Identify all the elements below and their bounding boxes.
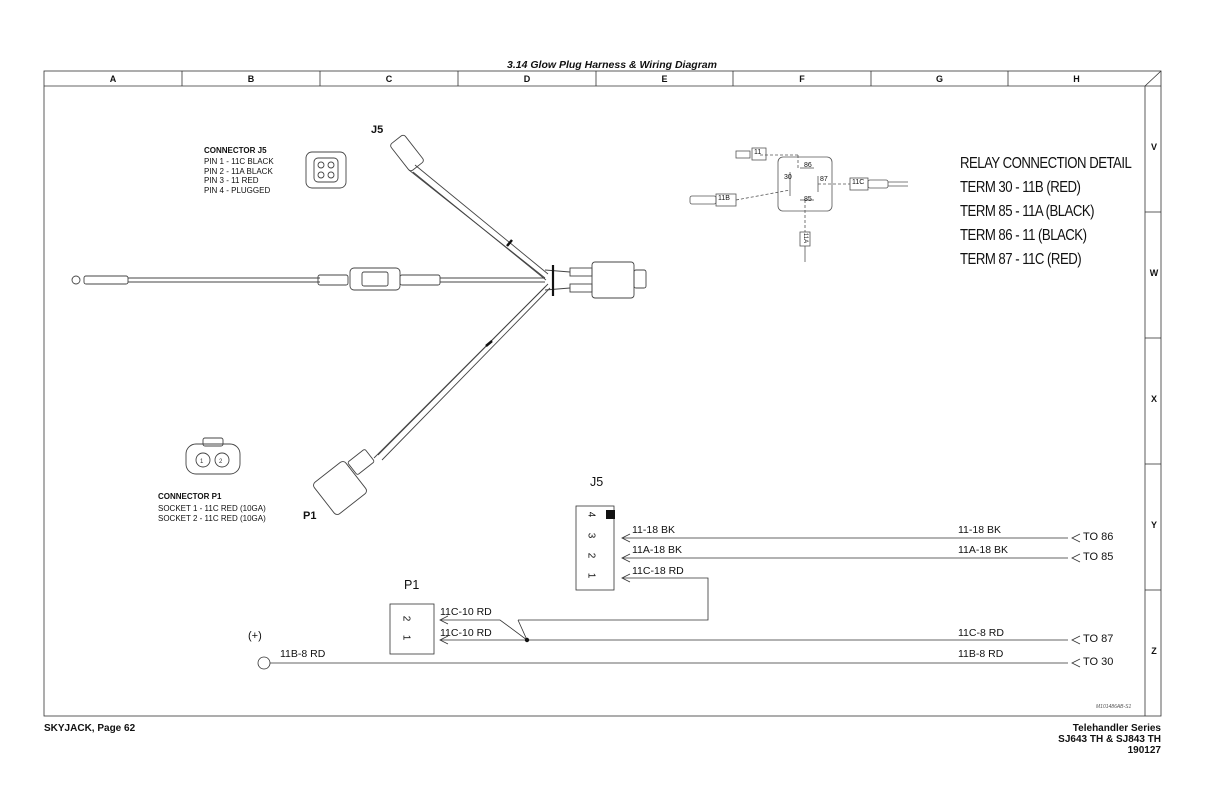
j5-face-icon <box>305 151 347 189</box>
wire-label: 11C-18 RD <box>632 565 684 577</box>
p1-box <box>389 603 435 655</box>
relay-term-line: TERM 85 - 11A (BLACK) <box>960 203 1095 220</box>
j5-pin-number: 3 <box>585 532 597 539</box>
connector-p1-title: CONNECTOR P1 <box>158 492 222 501</box>
row-label-v: V <box>1150 142 1157 152</box>
column-label-d: D <box>523 74 531 84</box>
destination-label: TO 30 <box>1083 656 1114 668</box>
harness-drawing <box>71 134 647 515</box>
destination-label: TO 85 <box>1083 551 1114 563</box>
j5-pin-number: 2 <box>585 552 597 559</box>
j5-pin-line: PIN 2 - 11A BLACK <box>204 166 273 176</box>
splice-dot <box>524 637 530 643</box>
j5-harness-label: J5 <box>371 124 384 136</box>
relay-wire-tag: 11 <box>754 149 762 156</box>
j5-pin-line: PIN 4 - PLUGGED <box>204 185 271 195</box>
page-title: 3.14 Glow Plug Harness & Wiring Diagram <box>507 59 717 71</box>
j5-pin-number: 1 <box>585 572 597 579</box>
relay-term-line: TERM 86 - 11 (BLACK) <box>960 227 1087 244</box>
connector-j5-title: CONNECTOR J5 <box>204 146 267 155</box>
p1-harness-label: P1 <box>303 510 317 522</box>
wire-label: 11B-8 RD <box>280 648 326 660</box>
footer-left: SKYJACK, Page 62 <box>44 723 136 734</box>
footer-revision: 190127 <box>1127 745 1161 756</box>
p1-face-icon <box>185 443 241 475</box>
p1-pin-number: 1 <box>400 634 412 641</box>
relay-detail-title: RELAY CONNECTION DETAIL <box>960 155 1132 172</box>
connector-j5-pin-list: PIN 1 - 11C BLACK PIN 2 - 11A BLACK PIN … <box>204 157 274 195</box>
relay-body <box>591 261 635 299</box>
connector-p1-socket-list: SOCKET 1 - 11C RED (10GA) SOCKET 2 - 11C… <box>158 504 266 523</box>
wire-label: 11-18 BK <box>632 524 675 536</box>
j5-pin-number: 4 <box>585 511 597 518</box>
p1-connector <box>313 461 367 515</box>
relay-pin-number: 30 <box>784 174 792 181</box>
wire-label: 11A-18 BK <box>632 544 683 556</box>
drawing-number: M101486AB-S1 <box>1096 704 1132 710</box>
p1-socket-line: SOCKET 1 - 11C RED (10GA) <box>158 504 266 513</box>
positive-terminal-label: (+) <box>248 630 262 642</box>
wire-label: 11C-10 RD <box>440 606 492 618</box>
fuse-holder <box>349 267 401 291</box>
relay-pin-number: 85 <box>804 196 812 203</box>
relay-term-line: TERM 87 - 11C (RED) <box>960 251 1082 268</box>
footer-right: Telehandler Series SJ643 TH & SJ843 TH 1… <box>1058 723 1161 756</box>
relay-wire-tag: 11C <box>852 179 865 186</box>
column-label-a: A <box>109 74 117 84</box>
j5-pin-line: PIN 3 - 11 RED <box>204 176 259 185</box>
footer-series: Telehandler Series <box>1072 723 1161 734</box>
relay-detail-drawing <box>689 147 908 262</box>
row-label-w: W <box>1149 268 1159 278</box>
column-label-f: F <box>799 74 805 84</box>
battery-positive-terminal <box>257 656 271 670</box>
row-label-x: X <box>1150 394 1157 404</box>
wire-label: 11C-10 RD <box>440 627 492 639</box>
relay-pin-number: 87 <box>820 176 828 183</box>
sheet-frame <box>43 70 1162 717</box>
column-label-h: H <box>1073 74 1080 84</box>
relay-wire-tag: 11A <box>802 232 809 244</box>
wire-label: 11A-18 BK <box>958 544 1009 556</box>
column-label-b: B <box>247 74 255 84</box>
relay-term-line: TERM 30 - 11B (RED) <box>960 179 1081 196</box>
destination-label: TO 86 <box>1083 531 1114 543</box>
footer-models: SJ643 TH & SJ843 TH <box>1058 734 1161 745</box>
j5-pin-line: PIN 1 - 11C BLACK <box>204 157 274 166</box>
wire-label: 11-18 BK <box>958 524 1001 536</box>
row-label-y: Y <box>1150 520 1157 530</box>
column-label-g: G <box>935 74 943 84</box>
j5-connector <box>390 134 424 172</box>
destination-label: TO 87 <box>1083 633 1114 645</box>
svg-text:1: 1 <box>200 459 204 465</box>
schematic-lines <box>257 505 1068 670</box>
column-label-c: C <box>385 74 393 84</box>
relay-wire-tag: 11B <box>718 195 730 202</box>
j5-pin4-plug <box>606 510 615 519</box>
p1-pin-number: 2 <box>400 615 412 622</box>
schematic-p1-label: P1 <box>404 578 420 592</box>
row-label-z: Z <box>1151 646 1157 656</box>
j5-box <box>575 505 615 591</box>
wire-label: 11B-8 RD <box>958 648 1004 660</box>
wire-label: 11C-8 RD <box>958 627 1004 639</box>
ring-terminal <box>71 275 81 285</box>
column-label-e: E <box>661 74 668 84</box>
schematic-j5-label: J5 <box>590 475 604 489</box>
svg-text:2: 2 <box>219 459 223 465</box>
p1-socket-line: SOCKET 2 - 11C RED (10GA) <box>158 513 266 523</box>
relay-pin-number: 86 <box>804 162 812 169</box>
